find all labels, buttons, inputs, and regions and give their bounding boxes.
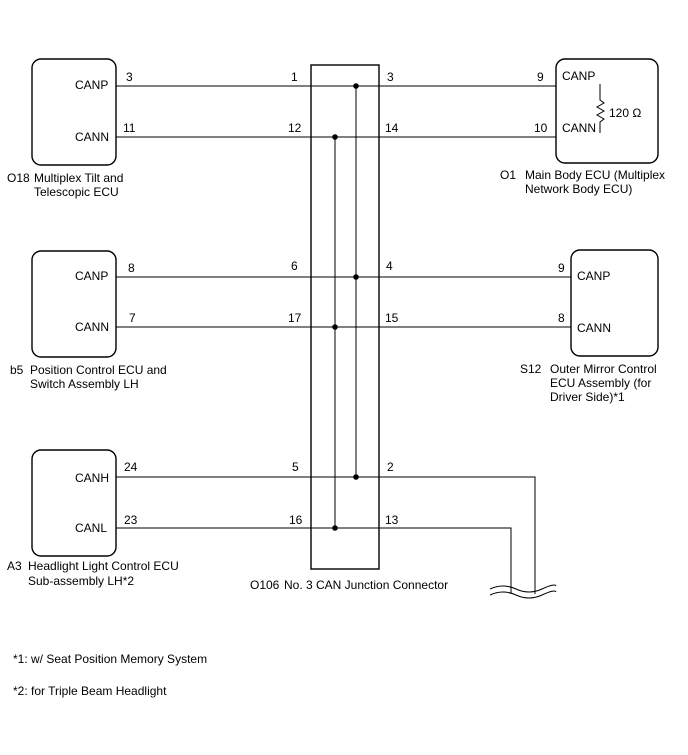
pin-number: 24 [124,460,138,474]
pin-number: 14 [385,121,399,135]
pin-number: 5 [292,460,299,474]
pin-label-o18-bottom: CANN [75,130,109,144]
pin-number: 11 [123,121,136,135]
pin-number: 8 [128,261,135,275]
component-code-o18: O18 [7,171,30,185]
pin-number: 2 [387,460,394,474]
junction-dot [332,324,338,330]
junction-connector-code: O106 [250,578,280,592]
pin-label-o18-top: CANP [75,78,108,92]
pin-label-a3-bottom: CANL [75,521,107,535]
ecu-box-b5 [31,250,117,358]
pin-number: 3 [126,70,133,84]
ecu-box-a3 [31,449,117,557]
component-name-a3-line1: Headlight Light Control ECU [28,559,179,573]
resistor-value: 120 Ω [609,106,641,120]
component-name-o1-line1: Main Body ECU (Multiplex [525,168,665,182]
pin-number: 8 [558,311,565,325]
pin-label-a3-top: CANH [75,471,109,485]
pin-label-o1-bottom: CANN [562,121,596,135]
wire-break-icon [489,584,557,599]
footnote-1: *1: w/ Seat Position Memory System [13,652,208,666]
footnote-2: *2: for Triple Beam Headlight [13,684,167,698]
component-name-b5-line1: Position Control ECU and [30,363,167,377]
component-code-a3: A3 [7,559,22,573]
pin-number: 4 [386,259,393,273]
resistor-icon [595,84,606,133]
pin-number: 23 [124,513,138,527]
ecu-box-o1 [555,58,659,164]
component-name-a3-line2: Sub-assembly LH*2 [28,574,134,588]
pin-number: 6 [291,259,298,273]
component-name-o1-line2: Network Body ECU) [525,182,632,196]
pin-number: 16 [289,513,303,527]
pin-number: 12 [288,121,302,135]
component-name-o18-line1: Multiplex Tilt and [34,171,123,185]
junction-dot [353,83,359,89]
ecu-box-o18 [31,58,117,166]
pin-number: 10 [534,121,548,135]
pin-label-s12-bottom: CANN [577,321,611,335]
pin-number: 13 [385,513,399,527]
component-name-s12-line1: Outer Mirror Control [550,362,657,376]
junction-dot [332,525,338,531]
component-name-s12-line2: ECU Assembly (for [550,376,651,390]
component-code-o1: O1 [500,168,516,182]
junction-dot [353,474,359,480]
junction-dot [332,134,338,140]
ecu-box-s12 [570,249,659,357]
component-name-o18-line2: Telescopic ECU [34,185,119,199]
wire-5 [116,476,536,594]
component-code-s12: S12 [520,362,542,376]
component-code-b5: b5 [10,363,24,377]
pin-number: 15 [385,311,399,325]
pin-number: 7 [129,311,136,325]
pin-label-s12-top: CANP [577,269,610,283]
component-name-s12-line3: Driver Side)*1 [550,390,625,404]
pin-number: 1 [291,70,298,84]
junction-dot [353,274,359,280]
junction-connector-name: No. 3 CAN Junction Connector [284,578,448,592]
pin-number: 3 [387,70,394,84]
pin-label-b5-top: CANP [75,269,108,283]
junction-connector-box [310,64,380,570]
component-name-b5-line2: Switch Assembly LH [30,377,139,391]
pin-number: 9 [537,70,544,84]
pin-number: 17 [288,311,302,325]
wire-6 [116,527,512,594]
pin-label-b5-bottom: CANN [75,320,109,334]
pin-number: 9 [558,261,565,275]
pin-label-o1-top: CANP [562,69,595,83]
